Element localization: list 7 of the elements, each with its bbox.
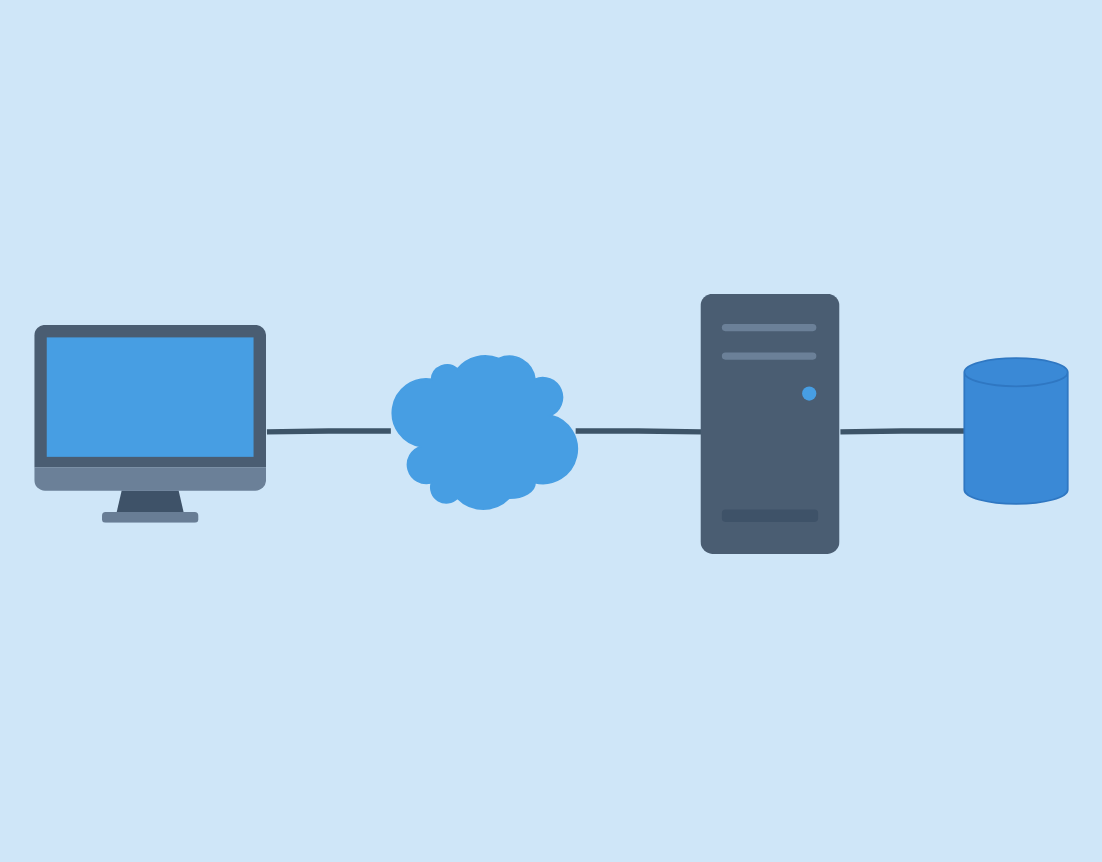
node-picture <box>34 324 267 523</box>
connector <box>840 428 965 435</box>
connector <box>575 428 702 435</box>
connector <box>266 428 391 435</box>
node-cylinder <box>963 357 1069 505</box>
node-cloud <box>391 355 579 510</box>
node-picture <box>700 293 840 554</box>
